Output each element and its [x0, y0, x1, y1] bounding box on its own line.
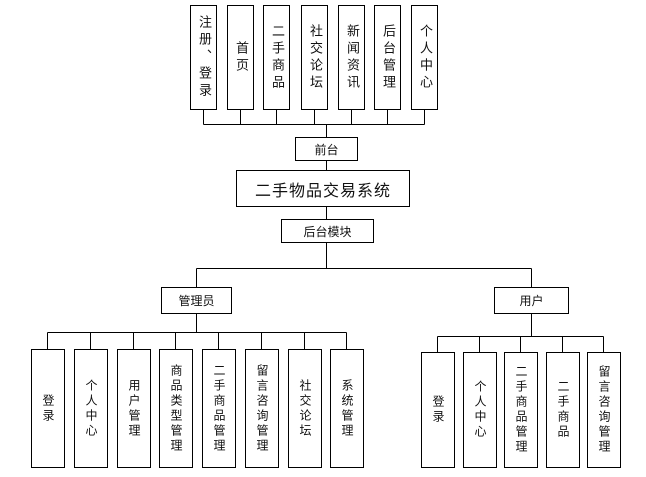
module-label: 商品类型管理 — [169, 363, 183, 454]
module-label: 社交论坛 — [307, 23, 322, 92]
module-social-forum: 社交论坛 — [301, 5, 328, 110]
user-module-personal-center: 个人中心 — [463, 352, 497, 468]
admin-module-message-management: 留言咨询管理 — [245, 349, 279, 468]
user-module-login: 登录 — [421, 352, 455, 468]
module-news: 新闻资讯 — [338, 5, 365, 110]
admin-module-goods-management: 二手商品管理 — [202, 349, 236, 468]
module-label: 留言咨询管理 — [597, 365, 611, 455]
module-label: 登录 — [431, 395, 445, 425]
user-module-secondhand-goods: 二手商品 — [546, 352, 580, 468]
module-label: 系统管理 — [340, 378, 354, 439]
admin-role-label: 管理员 — [178, 294, 215, 308]
backend-label: 后台模块 — [303, 224, 352, 239]
admin-module-personal-center: 个人中心 — [74, 349, 108, 468]
module-label: 二手商品 — [556, 380, 570, 440]
module-label: 个人中心 — [84, 378, 98, 439]
admin-role-node: 管理员 — [161, 287, 232, 314]
user-module-message-management: 留言咨询管理 — [587, 352, 621, 468]
module-label: 登录 — [41, 393, 55, 424]
frontend-node: 前台 — [295, 137, 358, 161]
module-label: 二手商品管理 — [514, 365, 528, 455]
module-label: 留言咨询管理 — [255, 363, 269, 454]
module-label: 个人中心 — [417, 23, 432, 92]
admin-module-social-forum: 社交论坛 — [288, 349, 322, 468]
system-title: 二手物品交易系统 — [254, 180, 391, 200]
admin-module-user-management: 用户管理 — [117, 349, 151, 468]
user-role-label: 用户 — [519, 294, 544, 308]
module-backend-admin: 后台管理 — [374, 5, 401, 110]
user-role-node: 用户 — [494, 287, 569, 314]
module-label: 二手商品管理 — [212, 363, 226, 454]
module-label: 首页 — [233, 40, 248, 75]
admin-module-system-management: 系统管理 — [330, 349, 364, 468]
module-label: 后台管理 — [380, 23, 395, 92]
module-home: 首页 — [227, 5, 254, 110]
module-personal-center: 个人中心 — [411, 5, 438, 110]
module-secondhand-goods: 二手商品 — [263, 5, 290, 110]
system-node: 二手物品交易系统 — [236, 170, 410, 207]
admin-module-login: 登录 — [31, 349, 65, 468]
module-label: 个人中心 — [473, 380, 487, 440]
module-label: 二手商品 — [269, 23, 284, 92]
user-module-goods-management: 二手商品管理 — [504, 352, 538, 468]
module-register-login: 注册、登录 — [190, 5, 217, 110]
frontend-label: 前台 — [314, 142, 339, 157]
module-label: 用户管理 — [127, 378, 141, 439]
admin-module-category-management: 商品类型管理 — [159, 349, 193, 468]
backend-node: 后台模块 — [281, 219, 374, 243]
module-label: 注册、登录 — [196, 15, 211, 100]
module-label: 新闻资讯 — [344, 23, 359, 92]
module-label: 社交论坛 — [298, 378, 312, 439]
